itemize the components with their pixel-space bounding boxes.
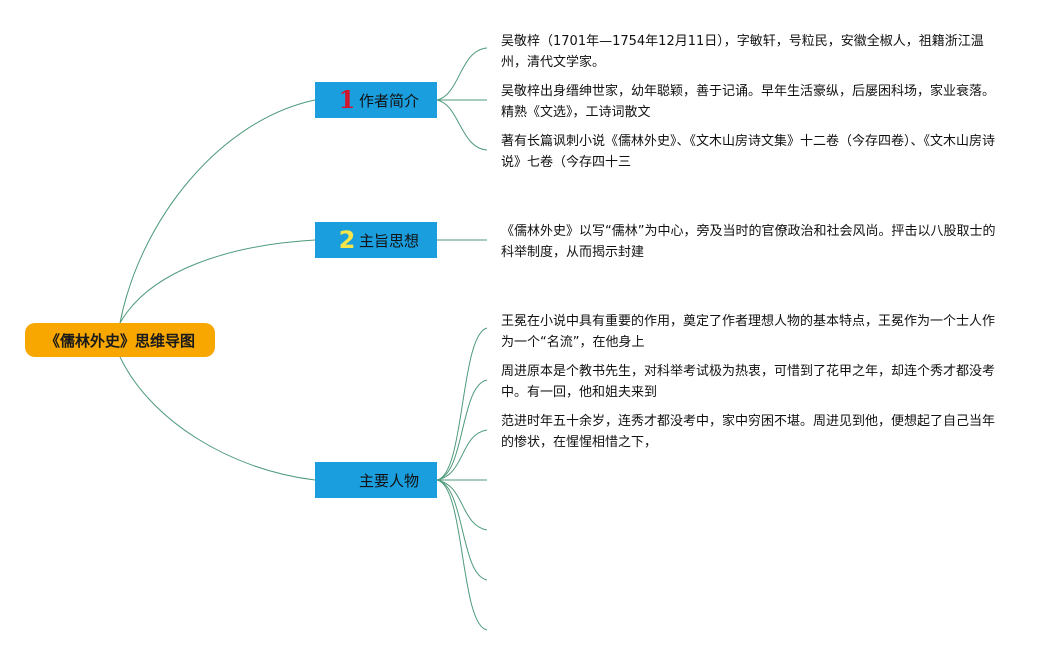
number-one-icon: 1 — [338, 85, 356, 114]
leaf-author-works[interactable]: 著有长篇讽刺小说《儒林外史》、《文木山房诗文集》十二卷（今存四卷）、《文木山房诗… — [501, 134, 996, 170]
leaf-main-idea[interactable]: 《儒林外史》以写“儒林”为中心，旁及当时的官僚政治和社会风尚。抨击以八股取士的科… — [501, 224, 996, 260]
leaf-author-background[interactable]: 吴敬梓出身缙绅世家，幼年聪颖，善于记诵。早年生活豪纵，后屡困科场，家业衰落。精熟… — [501, 84, 996, 120]
topic-author-intro[interactable]: 1 作者简介 — [315, 82, 437, 118]
topic-label: 作者简介 — [359, 91, 420, 110]
connector-topic-3-leaf-1 — [436, 327, 488, 481]
topic-label: 主要人物 — [359, 471, 420, 490]
leaf-character-wang-mian[interactable]: 王冕在小说中具有重要的作用，奠定了作者理想人物的基本特点，王冕作为一个士人作为一… — [501, 314, 996, 350]
connector-topic-3-leaf-3 — [436, 429, 488, 481]
leaf-character-zhou-jin[interactable]: 周进原本是个教书先生，对科举考试极为热衷，可惜到了花甲之年，却连个秀才都没考中。… — [501, 364, 996, 400]
number-two-icon: 2 — [338, 226, 356, 254]
root-label: 《儒林外史》思维导图 — [44, 331, 195, 350]
connector-root-to-topic-2 — [119, 239, 316, 324]
connector-topic-1-leaf-1 — [436, 47, 488, 101]
connector-root-to-topic-1 — [119, 99, 316, 324]
connector-topic-3-leaf-5 — [436, 479, 488, 531]
topic-main-characters[interactable]: 主要人物 — [315, 462, 437, 498]
leaf-character-fan-jin[interactable]: 范进时年五十余岁，连秀才都没考中，家中穷困不堪。周进见到他，便想起了自己当年的惨… — [501, 414, 996, 450]
connector-topic-3-leaf-2 — [436, 379, 488, 481]
leaf-author-bio[interactable]: 吴敬梓（1701年—1754年12月11日），字敏轩，号粒民，安徽全椒人，祖籍浙… — [501, 34, 984, 70]
topic-label: 主旨思想 — [359, 231, 420, 250]
root-node[interactable]: 《儒林外史》思维导图 — [25, 323, 215, 357]
connector-topic-3-leaf-7 — [436, 479, 488, 631]
connector-root-to-topic-3 — [119, 356, 316, 481]
connector-topic-3-leaf-6 — [436, 479, 488, 581]
topic-main-idea[interactable]: 2 主旨思想 — [315, 222, 437, 258]
connector-topic-1-leaf-3 — [436, 99, 488, 151]
